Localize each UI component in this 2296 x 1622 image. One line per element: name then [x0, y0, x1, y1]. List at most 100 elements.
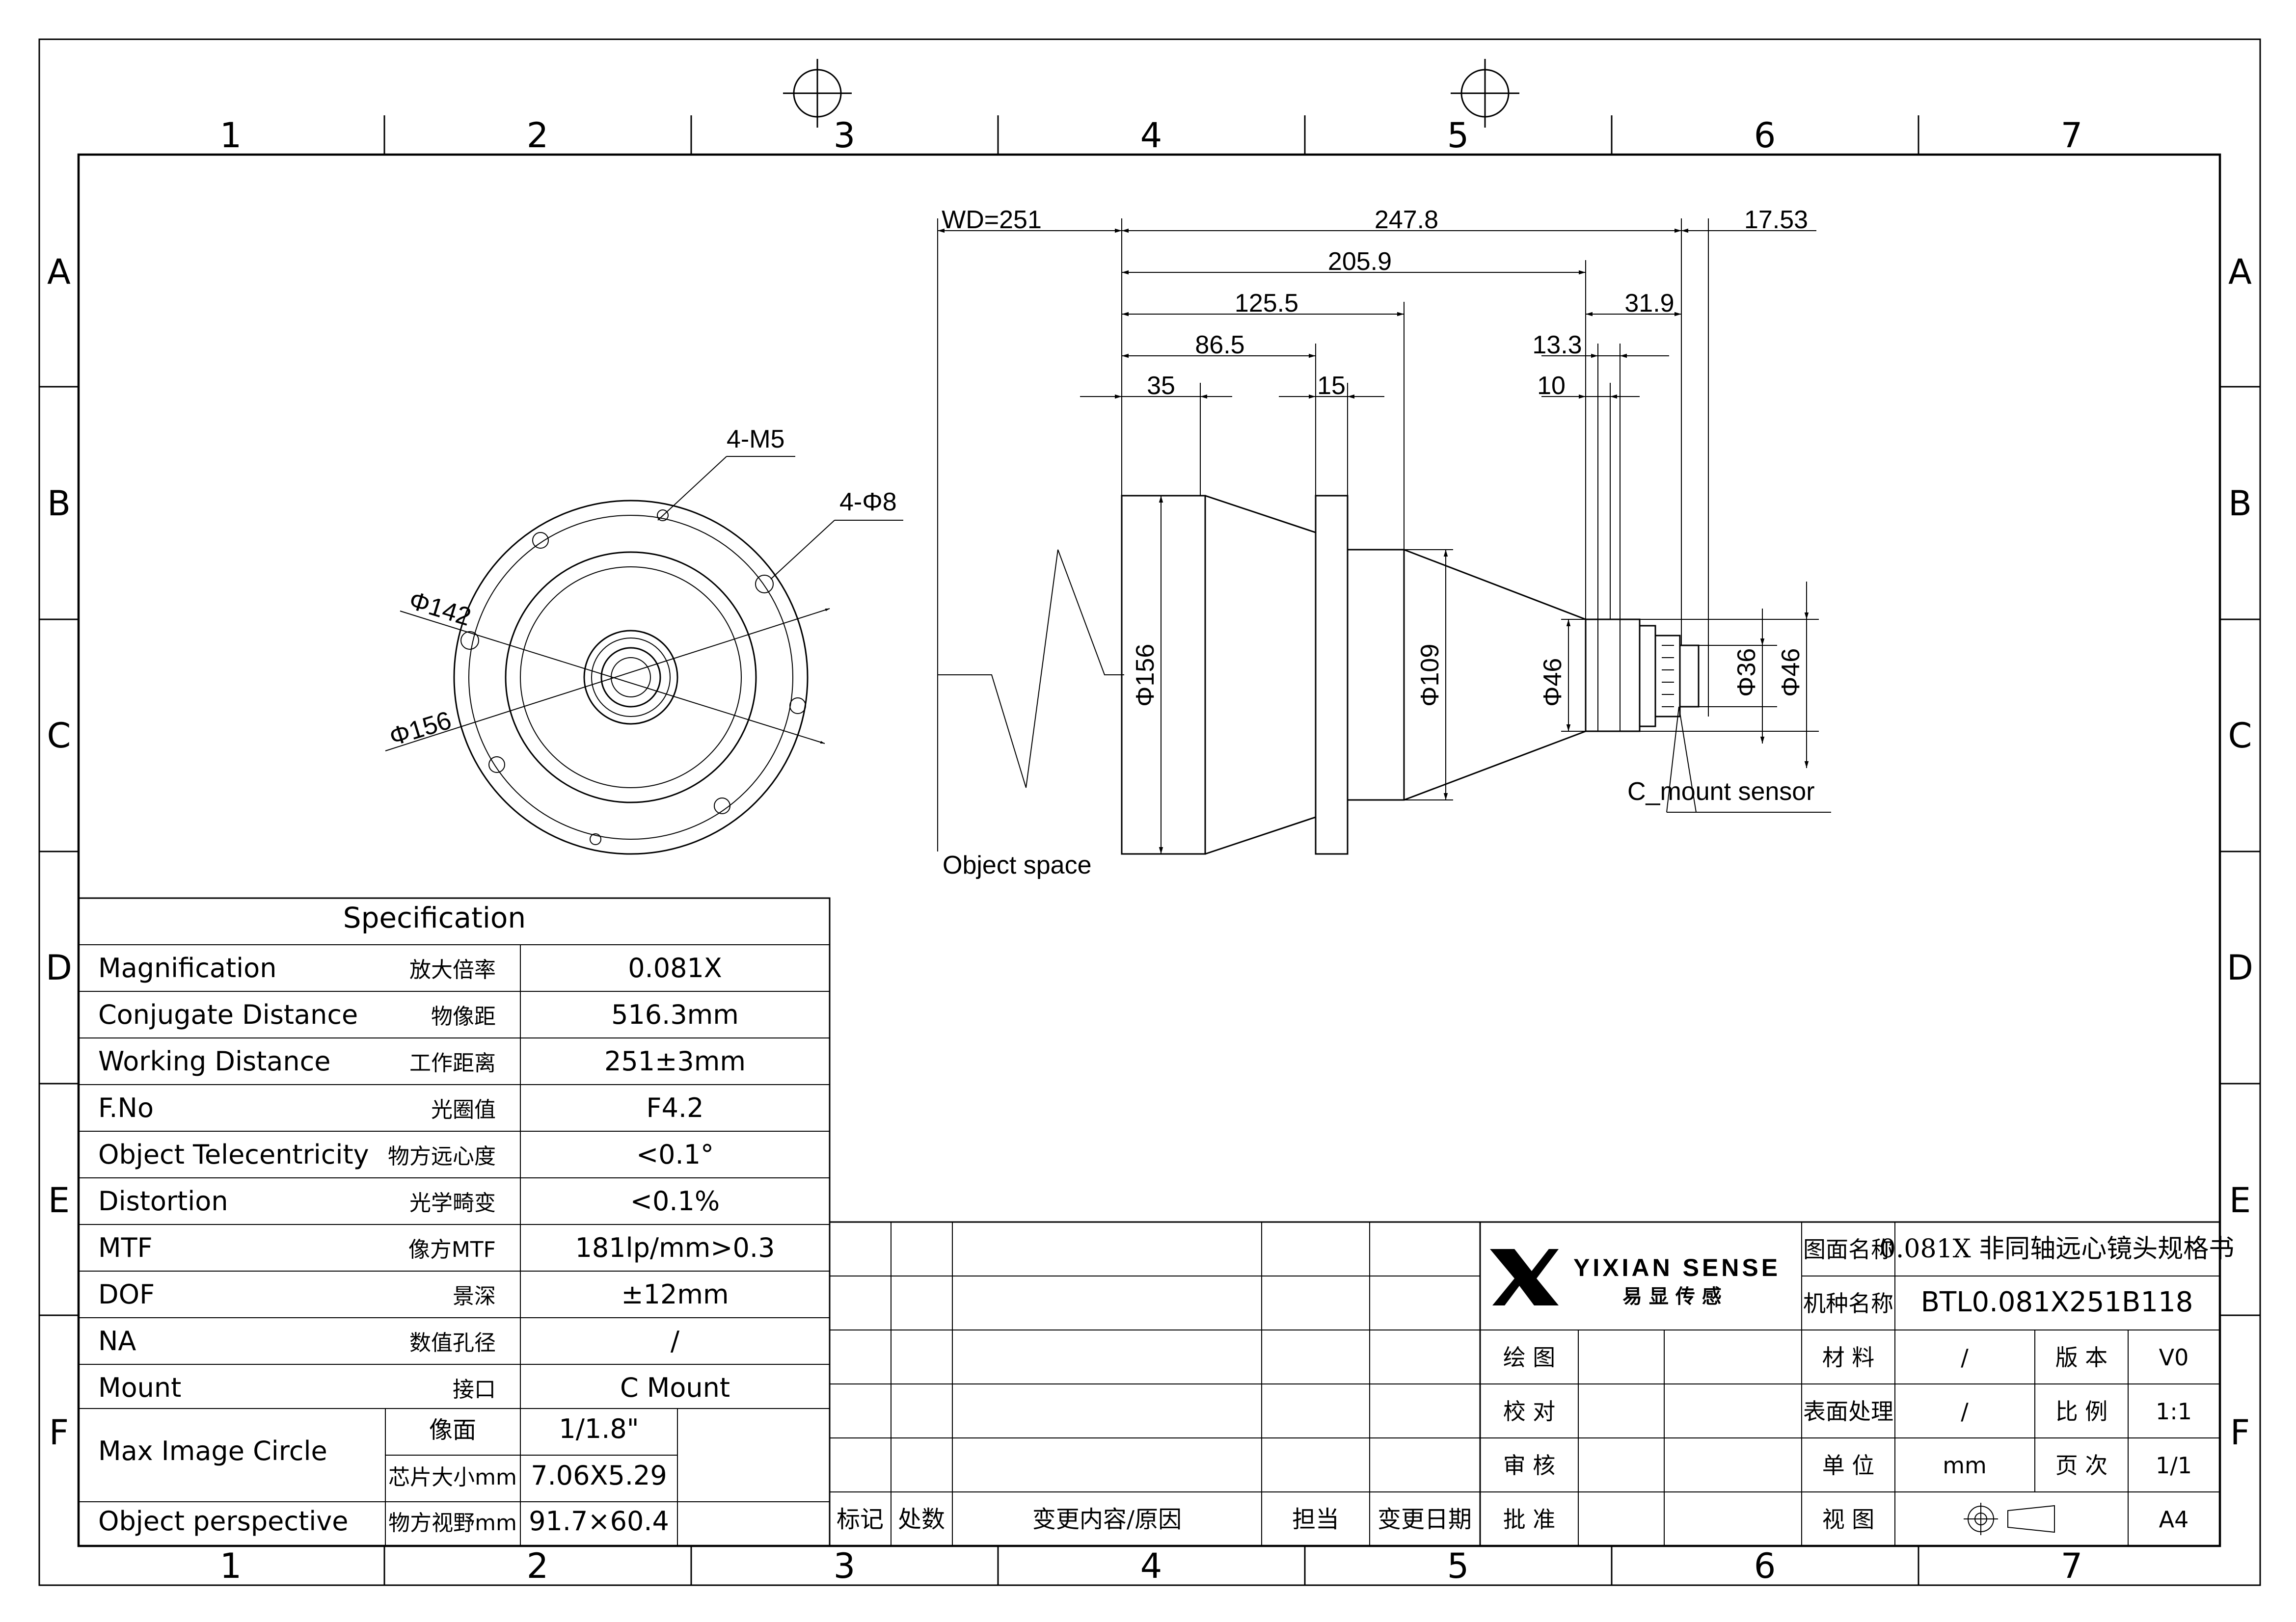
col-label: 4	[1140, 115, 1162, 156]
material-label: 材 料	[1822, 1344, 1875, 1371]
spec-row-value: <0.1°	[636, 1139, 714, 1170]
brand-logo-icon: YIXIAN SENSE 易 显 传 感	[1490, 1249, 1781, 1308]
sensor-label: C_mount sensor	[1627, 777, 1815, 806]
row-label: D	[2227, 948, 2253, 988]
col-label: 4	[1140, 1546, 1162, 1586]
scale-value: 1:1	[2156, 1398, 2192, 1425]
spec-perspective-cn: 物方视野mm	[388, 1511, 517, 1536]
rev-header-date: 变更日期	[1378, 1506, 1472, 1533]
spec-perspective-val: 91.7×60.4	[529, 1506, 669, 1537]
spec-row-name-cn: 景深	[453, 1284, 496, 1309]
spec-image-circle-r2-cn: 芯片大小mm	[388, 1465, 517, 1490]
spec-row-value: 0.081X	[628, 953, 722, 984]
page-value: 1/1	[2156, 1452, 2192, 1479]
sheet-frame: 1 2 3 4 5 6 7 1 2 3 4 5 6 7 A B C D E F …	[38, 38, 2261, 1586]
check-label: 校 对	[1503, 1398, 1556, 1425]
spec-row-name: Conjugate Distance	[98, 999, 358, 1030]
spec-row-value: C Mount	[620, 1372, 730, 1403]
col-label: 7	[2061, 1546, 2083, 1586]
version-label: 版 本	[2055, 1344, 2108, 1371]
col-label: 6	[1754, 115, 1776, 156]
spec-row-name: MTF	[98, 1232, 153, 1263]
draw-label: 绘 图	[1503, 1344, 1556, 1371]
review-label: 审 核	[1503, 1452, 1556, 1479]
dim-dia-109: Φ109	[1416, 644, 1444, 707]
spec-row-name-cn: 光学畸变	[409, 1191, 496, 1216]
side-view: WD=251 247.8 17.53 205.9 125.5 31.9 86.5…	[937, 206, 1831, 879]
dim-tail: 17.53	[1744, 206, 1808, 234]
projection-symbol-icon	[1964, 1503, 2055, 1535]
row-label: A	[2228, 252, 2252, 292]
col-label: 3	[834, 115, 856, 156]
material-value: /	[1961, 1344, 1969, 1371]
spec-row-name: Object Telecentricity	[98, 1139, 369, 1170]
model-label: 机种名称	[1803, 1290, 1893, 1317]
spec-image-circle-en: Max Image Circle	[98, 1436, 327, 1466]
spec-row-name-cn: 物像距	[431, 1004, 496, 1029]
surface-value: /	[1961, 1398, 1969, 1425]
dim-dia-36: Φ36	[1732, 648, 1761, 697]
rev-header-count: 处数	[898, 1506, 945, 1533]
spec-row-name: F.No	[98, 1092, 154, 1123]
col-label: 6	[1754, 1546, 1776, 1586]
unit-value: mm	[1943, 1452, 1987, 1479]
row-label: C	[47, 716, 71, 756]
spec-row-value: 181lp/mm>0.3	[575, 1232, 775, 1263]
surface-label: 表面处理	[1803, 1398, 1893, 1425]
spec-perspective-en: Object perspective	[98, 1506, 348, 1537]
object-space-label: Object space	[943, 851, 1092, 879]
brand-name: YIXIAN SENSE	[1573, 1254, 1781, 1281]
scale-label: 比 例	[2055, 1398, 2108, 1425]
dim-dia-46-mount: Φ46	[1777, 648, 1805, 697]
dim-31: 31.9	[1624, 289, 1674, 318]
pin-label: 4-Φ8	[839, 488, 897, 516]
model-name: BTL0.081X251B118	[1921, 1286, 2193, 1318]
dim-205: 205.9	[1328, 247, 1392, 276]
spec-row-name: Mount	[98, 1372, 181, 1403]
rev-header-content: 变更内容/原因	[1032, 1506, 1182, 1533]
dim-35: 35	[1147, 372, 1175, 400]
row-label: A	[47, 252, 71, 292]
drawing-name: 0.081X 非同轴远心镜头规格书	[1880, 1234, 2234, 1264]
spec-image-circle-r1-cn: 像面	[429, 1416, 476, 1444]
dim-13: 13.3	[1532, 331, 1582, 359]
row-label: D	[46, 948, 72, 988]
row-label: B	[47, 483, 71, 524]
row-label: C	[2228, 716, 2252, 756]
unit-label: 单 位	[1822, 1452, 1875, 1479]
approve-label: 批 准	[1503, 1506, 1556, 1533]
col-label: 1	[220, 115, 242, 156]
dim-125: 125.5	[1235, 289, 1298, 318]
dim-dia-46-body: Φ46	[1539, 658, 1567, 707]
col-label: 5	[1447, 115, 1469, 156]
spec-row-name: Magnification	[98, 953, 276, 984]
dim-working-distance: WD=251	[942, 206, 1042, 234]
dim-15: 15	[1317, 372, 1346, 400]
dim-dia-156: Φ156	[1131, 644, 1160, 707]
row-label: E	[2229, 1180, 2251, 1221]
inner-dia-label: Φ142	[405, 586, 474, 632]
row-label: E	[48, 1180, 70, 1221]
view-label: 视 图	[1822, 1506, 1875, 1533]
paper-size: A4	[2159, 1506, 2189, 1533]
spec-row-name: Distortion	[98, 1186, 228, 1217]
spec-row-value: 251±3mm	[604, 1046, 746, 1077]
revision-block: 标记 处数 变更内容/原因 担当 变更日期	[829, 1221, 1481, 1547]
centering-mark-icon	[1451, 59, 1519, 128]
spec-row-name-cn: 工作距离	[409, 1051, 496, 1076]
row-label: F	[49, 1412, 69, 1453]
page-label: 页 次	[2055, 1452, 2108, 1479]
spec-row-name-cn: 像方MTF	[408, 1237, 496, 1262]
col-label: 3	[834, 1546, 856, 1586]
brand-name-cn: 易 显 传 感	[1622, 1285, 1722, 1308]
rev-header-owner: 担当	[1292, 1506, 1339, 1533]
dim-86: 86.5	[1195, 331, 1244, 359]
dim-overall-length: 247.8	[1375, 206, 1438, 234]
col-label: 2	[527, 1546, 549, 1586]
spec-row-value: ±12mm	[621, 1279, 729, 1310]
spec-row-name: DOF	[98, 1279, 155, 1310]
col-label: 5	[1447, 1546, 1469, 1586]
spec-row-name-cn: 物方远心度	[388, 1144, 496, 1169]
